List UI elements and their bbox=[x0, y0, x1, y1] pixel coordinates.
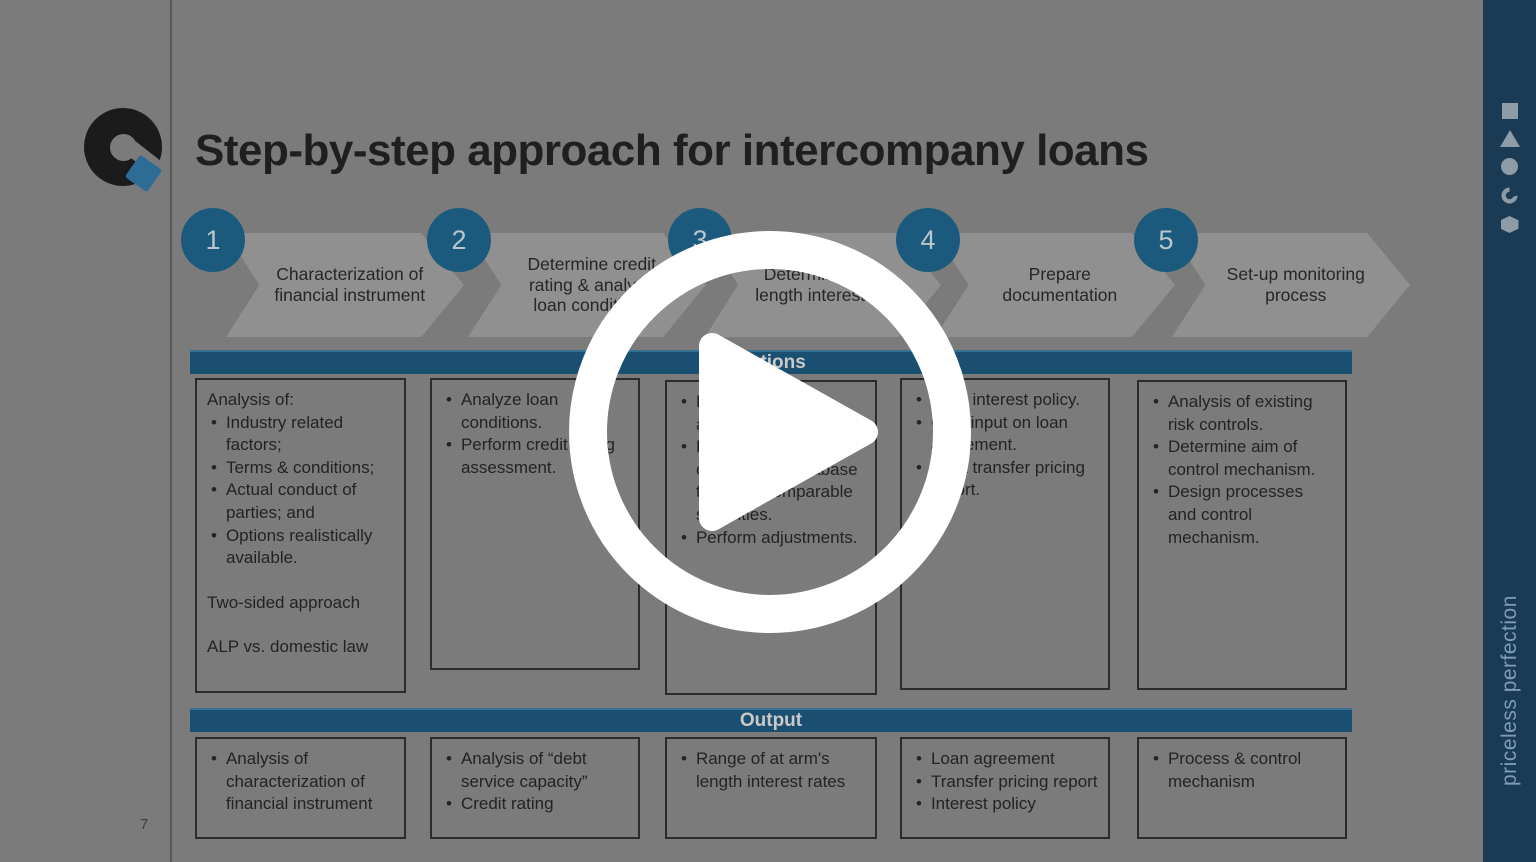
comma-icon[interactable] bbox=[1500, 186, 1519, 205]
step-label-5: Set-up monitoring process bbox=[1226, 264, 1365, 305]
output-box-4: Loan agreement Transfer pricing report I… bbox=[900, 737, 1110, 839]
actions-5-bullet: Design processes and control mechanism. bbox=[1147, 481, 1335, 549]
output-5-bullet: Process & control mechanism bbox=[1147, 748, 1335, 793]
actions-1-bullet: Industry related factors; bbox=[205, 412, 394, 457]
output-4-bullet: Loan agreement bbox=[910, 748, 1098, 771]
step-label-1: Characterization of financial instrument bbox=[274, 264, 426, 305]
actions-1-note: Two-sided approach bbox=[207, 592, 361, 612]
slide-divider-line bbox=[170, 0, 172, 862]
actions-3-bullet: Perform adjustments. bbox=[675, 527, 865, 550]
logo-hole bbox=[110, 134, 137, 161]
actions-2-bullet: Analyze loan conditions. bbox=[440, 389, 628, 434]
play-triangle-icon bbox=[699, 333, 878, 531]
output-3-bullet: Range of at arm's length interest rates bbox=[675, 748, 865, 793]
actions-1-note: ALP vs. domestic law bbox=[207, 637, 369, 657]
output-1-bullet: Analysis of characterization of financia… bbox=[205, 748, 394, 816]
step-number-1: 1 bbox=[181, 208, 245, 272]
output-box-5: Process & control mechanism bbox=[1137, 737, 1347, 839]
output-2-bullet: Credit rating bbox=[440, 793, 628, 816]
slide-title: Step-by-step approach for intercompany l… bbox=[195, 126, 1149, 175]
step-chevron-1: Characterization of financial instrument bbox=[226, 233, 464, 337]
step-number-4: 4 bbox=[896, 208, 960, 272]
actions-1-bullet: Terms & conditions; bbox=[205, 457, 394, 480]
actions-1-bullet: Options realistically available. bbox=[205, 525, 394, 570]
output-box-2: Analysis of “debt service capacity” Cred… bbox=[430, 737, 640, 839]
output-box-1: Analysis of characterization of financia… bbox=[195, 737, 406, 839]
step-chevron-5: Set-up monitoring process bbox=[1172, 233, 1410, 337]
triangle-icon[interactable] bbox=[1499, 130, 1520, 147]
step-number-5: 5 bbox=[1134, 208, 1198, 272]
output-4-bullet: Transfer pricing report bbox=[910, 771, 1098, 794]
platform-sidebar: priceless perfection bbox=[1483, 0, 1536, 862]
actions-box-5: Analysis of existing risk controls. Dete… bbox=[1137, 380, 1347, 690]
play-button[interactable] bbox=[560, 222, 980, 642]
output-section-label: Output bbox=[739, 710, 803, 731]
output-box-3: Range of at arm's length interest rates bbox=[665, 737, 877, 839]
step-label-4: Prepare documentation bbox=[1002, 264, 1118, 305]
actions-1-intro: Analysis of: bbox=[207, 390, 294, 409]
company-logo bbox=[84, 108, 165, 193]
actions-5-bullet: Determine aim of control mechanism. bbox=[1147, 436, 1335, 481]
hexagon-icon[interactable] bbox=[1500, 216, 1519, 233]
actions-box-1: Analysis of: Industry related factors; T… bbox=[195, 378, 406, 693]
actions-1-bullet: Actual conduct of parties; and bbox=[205, 479, 394, 524]
actions-5-bullet: Analysis of existing risk controls. bbox=[1147, 391, 1335, 436]
output-2-bullet: Analysis of “debt service capacity” bbox=[440, 748, 628, 793]
square-icon[interactable] bbox=[1501, 103, 1518, 119]
output-4-bullet: Interest policy bbox=[910, 793, 1098, 816]
play-ring bbox=[569, 231, 971, 633]
step-number-2: 2 bbox=[427, 208, 491, 272]
step-chevron-4: Prepare documentation bbox=[935, 233, 1175, 337]
sidebar-icon-group bbox=[1483, 103, 1536, 233]
brand-tagline: priceless perfection bbox=[1497, 595, 1521, 786]
page-number: 7 bbox=[140, 816, 149, 833]
output-section-bar: Output bbox=[190, 708, 1352, 732]
circle-icon[interactable] bbox=[1501, 158, 1518, 175]
